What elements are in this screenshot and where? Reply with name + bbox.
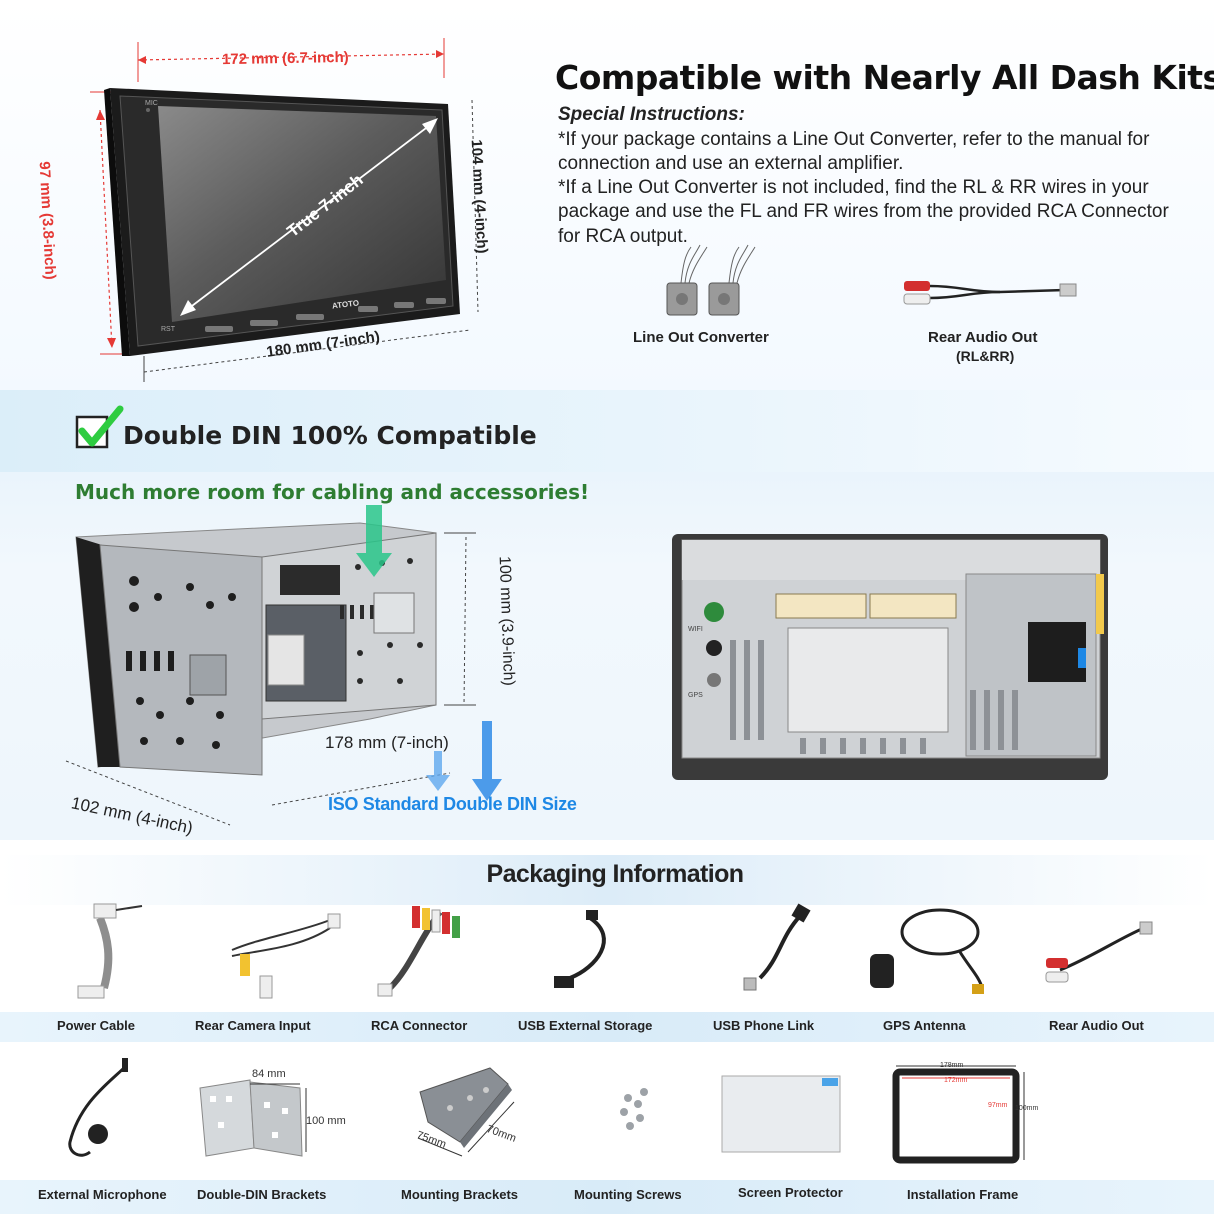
- screws-icon: [620, 1088, 648, 1130]
- frame-inner-label: 172mm: [944, 1077, 968, 1084]
- item-label: Rear Camera Input: [195, 1018, 311, 1033]
- item-label: GPS Antenna: [883, 1018, 966, 1033]
- wifi-port-label: WIFI: [688, 626, 703, 633]
- item-label: Power Cable: [57, 1018, 136, 1033]
- rst-label: RST: [161, 326, 175, 333]
- frame-outer-label: 178mm: [940, 1062, 964, 1069]
- item-label: RCA Connector: [371, 1018, 468, 1033]
- cabling-subtitle: Much more room for cabling and accessori…: [75, 480, 590, 504]
- checkmark-icon: [75, 405, 124, 449]
- item-label: USB Phone Link: [713, 1018, 815, 1033]
- packaging-row1-images: [77, 903, 1153, 999]
- packaging-row2-band: [0, 1180, 1214, 1214]
- rear-audio-out-icon: [1045, 921, 1153, 983]
- item-label: Rear Audio Out: [1049, 1018, 1144, 1033]
- instruction-line: connection and use an external amplifier…: [558, 153, 904, 174]
- double-din-brackets-icon: [199, 1079, 307, 1157]
- rear-audio-out-label: Rear Audio Out: [928, 329, 1038, 346]
- din-chassis-image: [65, 505, 502, 826]
- instruction-line: *If a Line Out Converter is not included…: [558, 177, 1149, 198]
- item-label: Mounting Brackets: [401, 1187, 519, 1202]
- rca-connector-icon: [377, 906, 460, 997]
- rear-audio-out-image: [903, 281, 1077, 305]
- item-label: USB External Storage: [518, 1018, 653, 1033]
- instruction-line: package and use the FL and FR wires from…: [558, 201, 1169, 222]
- line-out-converter-image: [666, 244, 756, 316]
- usb-phone-link-icon: [743, 903, 811, 991]
- instruction-line: for RCA output.: [558, 226, 688, 247]
- head-unit-illustration: [90, 38, 479, 382]
- din-width-label: 178 mm (7-inch): [325, 733, 449, 752]
- item-label: Screen Protector: [738, 1185, 843, 1200]
- power-cable-icon: [77, 903, 143, 999]
- usb-storage-icon: [554, 910, 606, 988]
- gps-port-label: GPS: [688, 692, 703, 699]
- packaging-title-band: [0, 855, 1214, 905]
- unit-width-top-label: 172 mm (6.7-inch): [221, 48, 349, 69]
- item-label: Installation Frame: [907, 1187, 1019, 1202]
- line-out-converter-label: Line Out Converter: [633, 329, 769, 346]
- item-label: Mounting Screws: [574, 1187, 682, 1202]
- special-instructions-title: Special Instructions:: [558, 104, 745, 125]
- packaging-row1-band: [0, 1012, 1214, 1042]
- packaging-title: Packaging Information: [486, 860, 744, 888]
- item-label: Double-DIN Brackets: [197, 1187, 327, 1202]
- frame-inner-height-label: 97mm: [988, 1102, 1008, 1109]
- din-title-band: [0, 390, 1214, 472]
- gps-antenna-icon: [870, 908, 984, 994]
- packaging-row2-images: [68, 1058, 1025, 1164]
- frame-outer-height-label: 100mm: [1015, 1105, 1039, 1112]
- headline: Compatible with Nearly All Dash Kits: [555, 58, 1214, 97]
- bracket-height-label: 100 mm: [306, 1115, 346, 1127]
- bracket-width-label: 84 mm: [252, 1068, 286, 1080]
- rear-audio-out-sublabel: (RL&RR): [956, 348, 1015, 364]
- iso-standard-label: ISO Standard Double DIN Size: [328, 794, 577, 814]
- unit-rear-view-image: [672, 534, 1108, 780]
- installation-frame-icon: [892, 1065, 1025, 1164]
- rear-camera-input-icon: [231, 913, 341, 999]
- mounting-brackets-icon: [417, 1067, 515, 1157]
- instruction-line: *If your package contains a Line Out Con…: [558, 129, 1150, 150]
- item-label: External Microphone: [38, 1187, 167, 1202]
- microphone-icon: [68, 1058, 128, 1157]
- double-din-title: Double DIN 100% Compatible: [123, 421, 537, 450]
- mic-label: MIC: [145, 100, 158, 107]
- screen-protector-icon: [721, 1075, 841, 1153]
